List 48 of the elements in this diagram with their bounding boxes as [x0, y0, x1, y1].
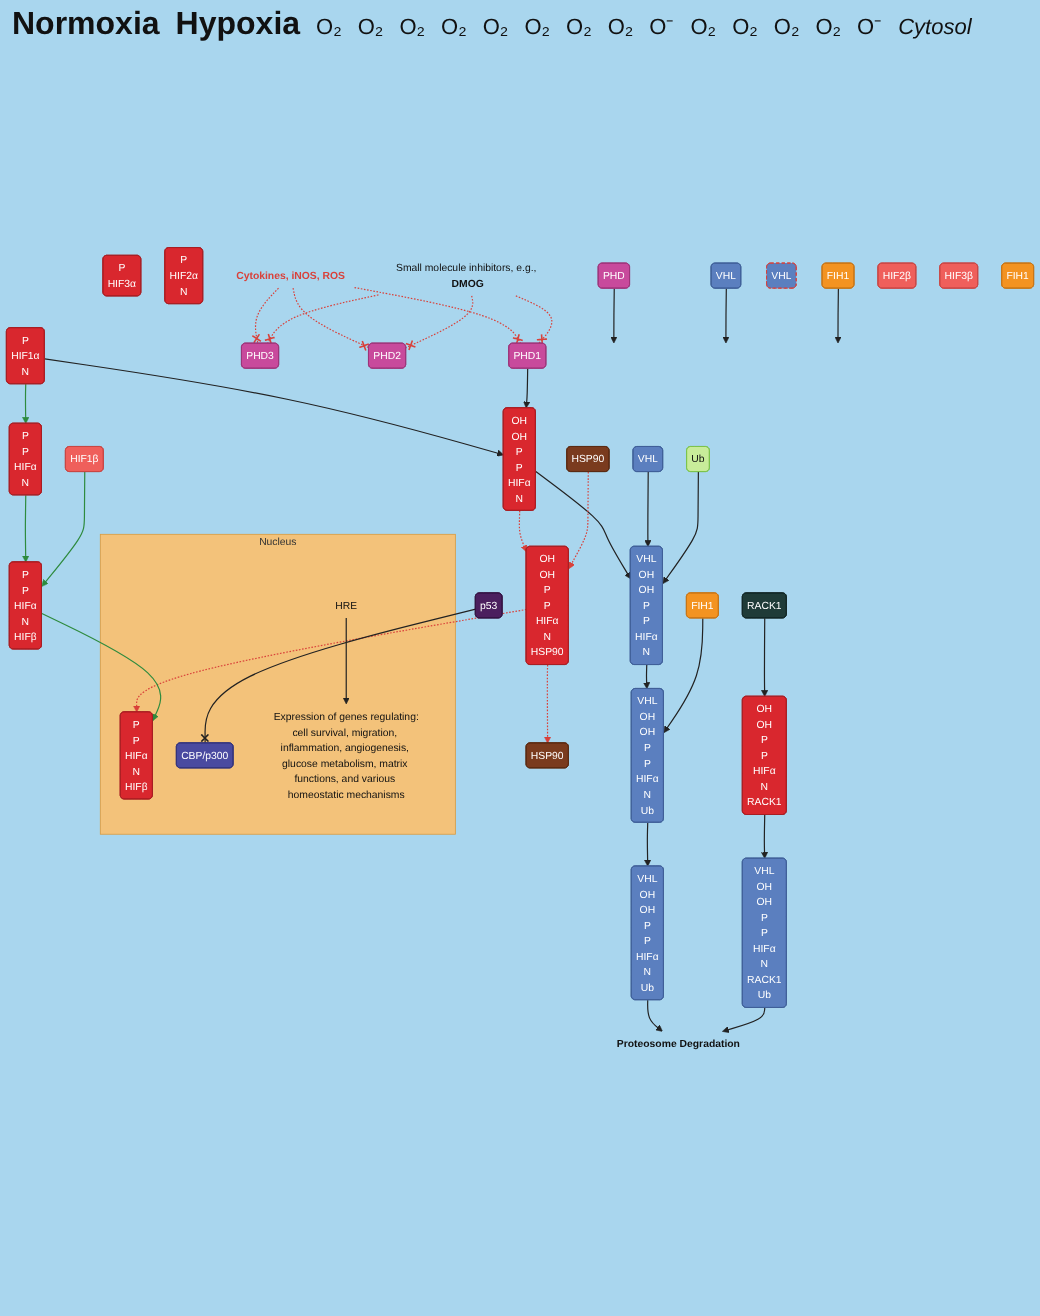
label-text: O₂ [316, 16, 342, 40]
arrow [644, 822, 652, 867]
label-text: O₂ [441, 16, 467, 40]
arrow [834, 287, 842, 344]
arrow [342, 617, 350, 705]
connector [405, 295, 474, 351]
label-text: O₂ [482, 16, 509, 40]
arrow [610, 287, 618, 344]
arrow [643, 664, 651, 690]
arrow [518, 510, 528, 553]
connector [251, 287, 280, 345]
label-text: O₂ [773, 16, 800, 40]
arrow [761, 814, 769, 859]
arrow [523, 368, 531, 409]
arrow [644, 471, 652, 547]
arrow [568, 471, 589, 570]
label-text: O₂ [566, 16, 592, 40]
label-text: O₂ [815, 16, 842, 40]
arrow [761, 617, 769, 697]
label-text: O₂ [732, 16, 758, 40]
column-heading: Hypoxia [175, 8, 301, 44]
arrow [44, 358, 504, 457]
arrow [41, 613, 162, 722]
label-text: O₂ [690, 16, 717, 40]
arrow [662, 471, 699, 584]
arrow [22, 383, 30, 424]
connector [264, 294, 379, 345]
arrow [535, 470, 631, 580]
arrow [41, 471, 86, 587]
arrow [544, 664, 552, 744]
label-text: O₂ [399, 16, 426, 40]
arrow [133, 608, 528, 713]
arrow [722, 287, 730, 344]
connector [353, 286, 524, 345]
connector [292, 287, 370, 352]
column-heading: Normoxia [12, 8, 160, 44]
arrow [647, 999, 663, 1032]
connector [200, 608, 477, 744]
label-text: O⁻ [857, 14, 883, 40]
connector [515, 295, 553, 346]
label-text: Cytosol [898, 16, 972, 40]
label-text: O₂ [524, 16, 551, 40]
label-text: O₂ [357, 16, 384, 40]
arrow [22, 494, 30, 563]
arrow [722, 1007, 766, 1033]
arrow [663, 617, 704, 733]
label-text: O₂ [607, 16, 634, 40]
label-text: O⁻ [649, 14, 675, 40]
